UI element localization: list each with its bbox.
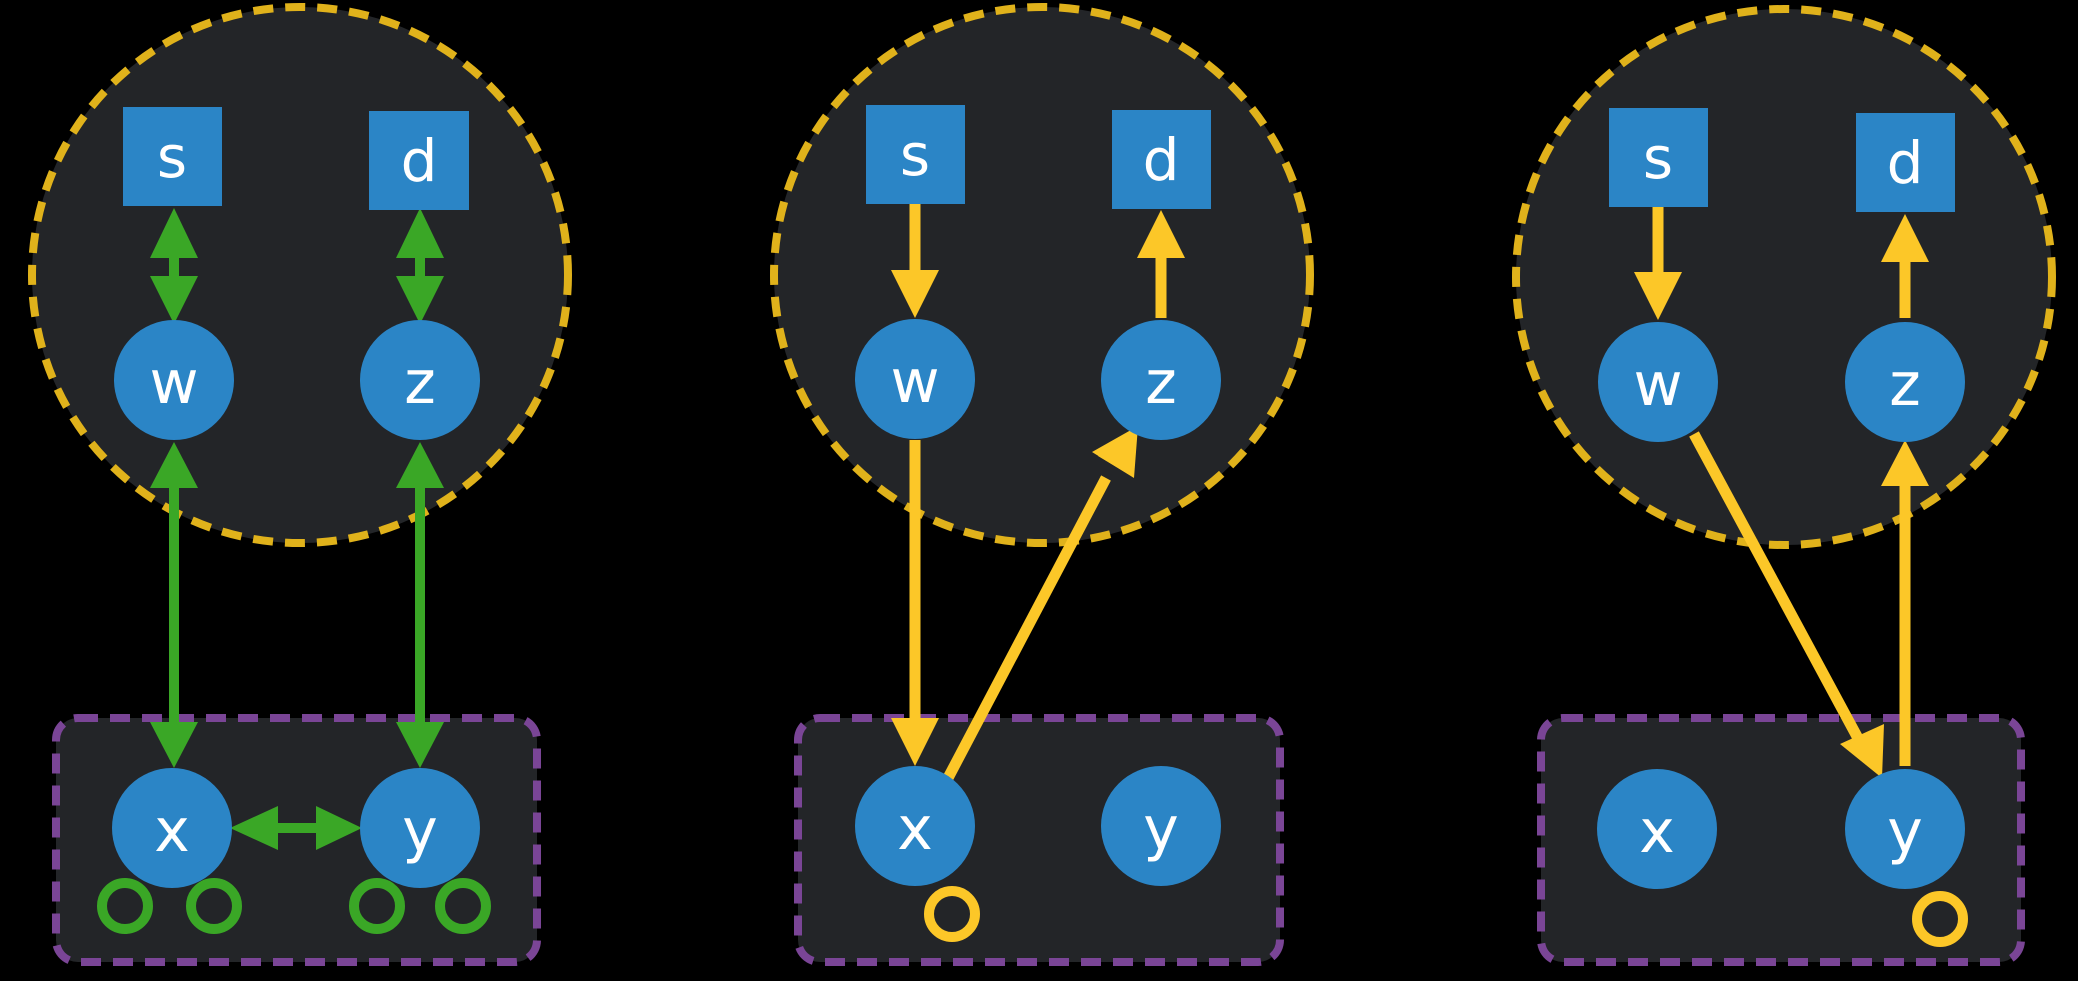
edge-s-w (1634, 206, 1682, 320)
node-z: z (360, 320, 480, 440)
edge-w-x (150, 442, 198, 768)
node-d: d (1112, 110, 1211, 209)
cluster-circle (770, 3, 1314, 547)
node-w: w (855, 319, 975, 439)
node-x: x (1597, 769, 1717, 889)
ring-marker (97, 878, 153, 934)
node-label: d (401, 127, 438, 195)
edge-s-w (150, 208, 198, 324)
edge-d-z (396, 208, 444, 324)
edge-s-w (891, 204, 939, 318)
node-y: y (1845, 769, 1965, 889)
node-x: x (855, 766, 975, 886)
node-label: x (897, 794, 933, 864)
ring-marker (1912, 891, 1968, 947)
node-s: s (866, 105, 965, 204)
node-label: s (157, 123, 187, 191)
node-d: d (1856, 113, 1955, 212)
node-label: z (1889, 350, 1921, 420)
panel-3: s d w z x y (1512, 5, 2056, 966)
edge-z-y (396, 442, 444, 768)
node-label: d (1143, 126, 1180, 194)
node-label: w (149, 348, 198, 418)
node-z: z (1845, 322, 1965, 442)
node-z: z (1101, 320, 1221, 440)
edge-x-z (943, 426, 1138, 781)
node-d: d (369, 111, 469, 210)
node-label: z (1145, 348, 1177, 418)
node-s: s (1609, 108, 1708, 207)
node-y: y (1101, 766, 1221, 886)
ring-marker (186, 878, 242, 934)
node-label: y (1143, 794, 1179, 864)
node-w: w (114, 320, 234, 440)
ring-marker (924, 886, 980, 942)
node-label: y (402, 796, 438, 866)
edge-z-d (1137, 210, 1185, 318)
node-s: s (123, 107, 222, 206)
edge-x-y (230, 806, 362, 850)
node-label: z (404, 348, 436, 418)
node-label: x (154, 796, 190, 866)
node-y: y (360, 768, 480, 888)
edge-y-z (1881, 440, 1929, 766)
edge-w-y (1689, 431, 1884, 778)
node-label: x (1639, 797, 1675, 867)
edge-w-x (891, 440, 939, 766)
node-w: w (1598, 322, 1718, 442)
node-label: s (900, 121, 930, 189)
ring-marker (435, 878, 491, 934)
node-label: s (1643, 124, 1673, 192)
cluster-circle (1512, 5, 2056, 549)
node-x: x (112, 768, 232, 888)
node-label: w (1633, 350, 1682, 420)
node-label: w (890, 347, 939, 417)
node-label: y (1887, 797, 1923, 867)
panel-2: s d w z x y (770, 3, 1314, 966)
node-label: d (1887, 129, 1924, 197)
cluster-circle (28, 3, 572, 547)
panel-1: s d w z x y (28, 3, 572, 966)
edge-z-d (1881, 214, 1929, 318)
ring-marker (349, 878, 405, 934)
